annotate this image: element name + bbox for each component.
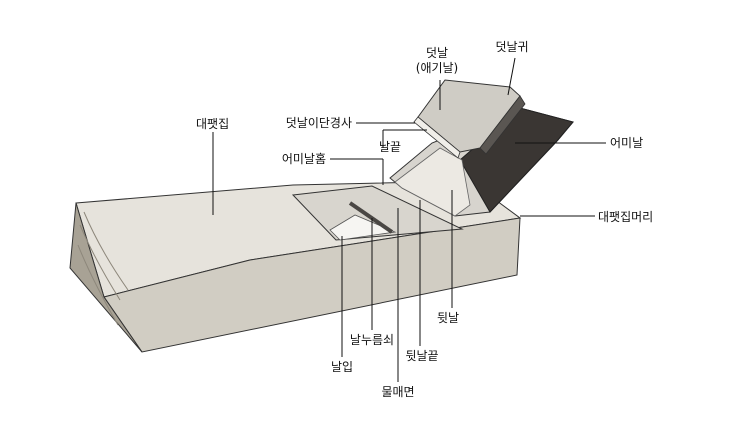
label-deotnal-idan-gyeongsa: 덧날이단경사 <box>285 116 352 130</box>
label-dwitnal: 뒷날 <box>436 311 460 325</box>
label-daepaetjip-meori: 대팻집머리 <box>598 210 654 224</box>
label-deotnal-sub: (애기날) <box>415 61 459 75</box>
blade-retaining-bar <box>348 201 394 234</box>
label-nalkkeut: 날끝 <box>378 140 402 154</box>
label-dwitnal-kkeut: 뒷날끝 <box>405 349 439 363</box>
leader-lines <box>212 57 606 382</box>
label-nalip: 날입 <box>330 360 354 374</box>
label-nal-nureum-soe: 날누름쇠 <box>349 333 395 347</box>
plane-body-end <box>69 202 143 353</box>
label-deotnal: 덧날 <box>425 46 449 60</box>
label-eomi-nal: 어미날 <box>610 136 644 150</box>
label-deotnalgwi: 덧날귀 <box>495 40 529 54</box>
label-daepaetjip: 대팻집 <box>196 117 230 131</box>
label-mulmaemyeon: 물매면 <box>381 385 415 399</box>
label-eomi-nal-hom: 어미날홈 <box>281 152 326 166</box>
